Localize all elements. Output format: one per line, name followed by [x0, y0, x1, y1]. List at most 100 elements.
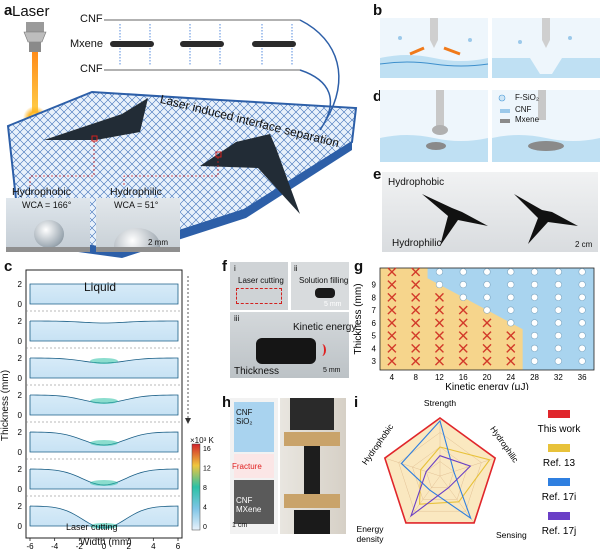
colorbar-tick-label: 8 [203, 485, 207, 492]
radar-axis-label: Strength [424, 398, 456, 408]
legend-fsio2: F-SiO₂ [515, 93, 539, 102]
cross-marker [387, 267, 397, 277]
hydrophobic-label-a: Hydrophobic [12, 186, 71, 198]
cross-marker [434, 331, 444, 341]
panel-label-i: i [354, 394, 359, 411]
panel-label-d: d [373, 88, 383, 105]
x-tick-label: 16 [459, 373, 468, 382]
circle-marker [459, 293, 467, 301]
legend-label: This work [538, 424, 582, 435]
y-tick-label: 0 [18, 374, 23, 383]
circle-marker [578, 268, 586, 276]
legend-swatch [548, 478, 570, 486]
hydrophilic-label-e: Hydrophilic [392, 238, 442, 249]
circle-marker [530, 306, 539, 314]
cross-marker [411, 343, 421, 353]
circle-marker [554, 357, 562, 365]
heat-zone [90, 480, 118, 486]
colorbar [191, 443, 201, 531]
circle-marker [507, 319, 515, 327]
y-tick-label: 2 [18, 354, 23, 363]
cross-marker [458, 331, 468, 341]
cross-marker [387, 356, 397, 366]
panel-c-ylabel: Thickness (mm) [0, 369, 12, 442]
heat-zone [90, 358, 118, 364]
circle-marker [530, 293, 539, 301]
panel-label-e: e [373, 166, 382, 183]
y-tick-label: 2 [18, 391, 23, 400]
y-tick-label: 0 [18, 448, 23, 457]
legend-mxene: Mxene [515, 115, 540, 124]
cut-patterns [422, 194, 578, 246]
cross-marker [434, 292, 444, 302]
cross-marker [458, 305, 468, 315]
circle-marker [554, 306, 562, 314]
kinetic-energy-label: Kinetic energy [293, 322, 357, 333]
panel-d-schematic [380, 90, 600, 162]
panel-label-c: c [4, 258, 13, 275]
circle-marker [507, 268, 515, 276]
cross-marker [387, 343, 397, 353]
cross-marker [482, 356, 492, 366]
legend-swatch [548, 512, 570, 520]
x-tick-label: 4 [151, 542, 156, 549]
panel-label-f: f [222, 258, 227, 275]
hydrophobic-label-e: Hydrophobic [388, 177, 445, 188]
heat-zone [90, 440, 118, 446]
progress-arrowhead [185, 418, 191, 424]
cross-marker [411, 318, 421, 328]
y-tick-label: 0 [18, 411, 23, 420]
cross-marker [482, 318, 492, 328]
x-tick-label: -4 [51, 542, 59, 549]
hydrophobic-droplet-photo [6, 198, 90, 252]
sim-row-1 [29, 283, 179, 305]
x-tick-label: -6 [26, 542, 34, 549]
thickness-label-f: Thickness [234, 366, 280, 377]
hydrophilic-droplet-photo [96, 198, 180, 252]
cross-marker [506, 331, 516, 341]
y-tick-label: 0 [18, 522, 23, 531]
cnf-mxene-label: CNF MXene [236, 496, 262, 514]
legend-swatch [548, 410, 570, 418]
radar-series-1 [383, 417, 497, 524]
cnf-bottom-label: CNF [80, 63, 103, 75]
cross-marker [411, 305, 421, 315]
panel-label-b: b [373, 2, 383, 19]
scale-bar-a: 2 mm [148, 238, 168, 247]
liquid-label: Liquid [84, 280, 117, 294]
circle-marker [578, 280, 586, 289]
cnf-top-label: CNF [80, 13, 103, 25]
x-tick-label: 28 [530, 373, 539, 382]
y-tick-label: 2 [18, 317, 23, 326]
circle-marker [578, 306, 586, 314]
circle-marker [554, 319, 562, 327]
panel-f-ii-label: Solution filling [299, 276, 349, 285]
cross-marker [434, 343, 444, 353]
radar-series-4 [409, 455, 472, 518]
circle-marker [507, 293, 515, 301]
x-tick-label: 2 [126, 542, 131, 549]
panel-f-i-label: Laser cutting [238, 276, 284, 285]
cross-marker [506, 356, 516, 366]
panel-f-i-photo [230, 262, 288, 310]
legend-label: Ref. 17i [542, 492, 576, 503]
cross-marker [387, 280, 397, 290]
hydrophilic-label-a: Hydrophilic [110, 186, 162, 198]
circle-marker [483, 268, 491, 276]
cross-marker [482, 343, 492, 353]
circle-marker [578, 344, 586, 352]
heat-zone [90, 523, 118, 529]
x-tick-label: 6 [176, 542, 181, 549]
panel-h-schematic [230, 398, 278, 534]
x-tick-label: 4 [390, 373, 395, 382]
circle-marker [483, 306, 491, 314]
y-tick-label: 6 [372, 319, 377, 328]
x-tick-label: 12 [435, 373, 444, 382]
x-tick-label: 24 [506, 373, 515, 382]
y-tick-label: 4 [372, 344, 377, 353]
circle-marker [554, 331, 562, 340]
x-tick-label: -2 [76, 542, 84, 549]
